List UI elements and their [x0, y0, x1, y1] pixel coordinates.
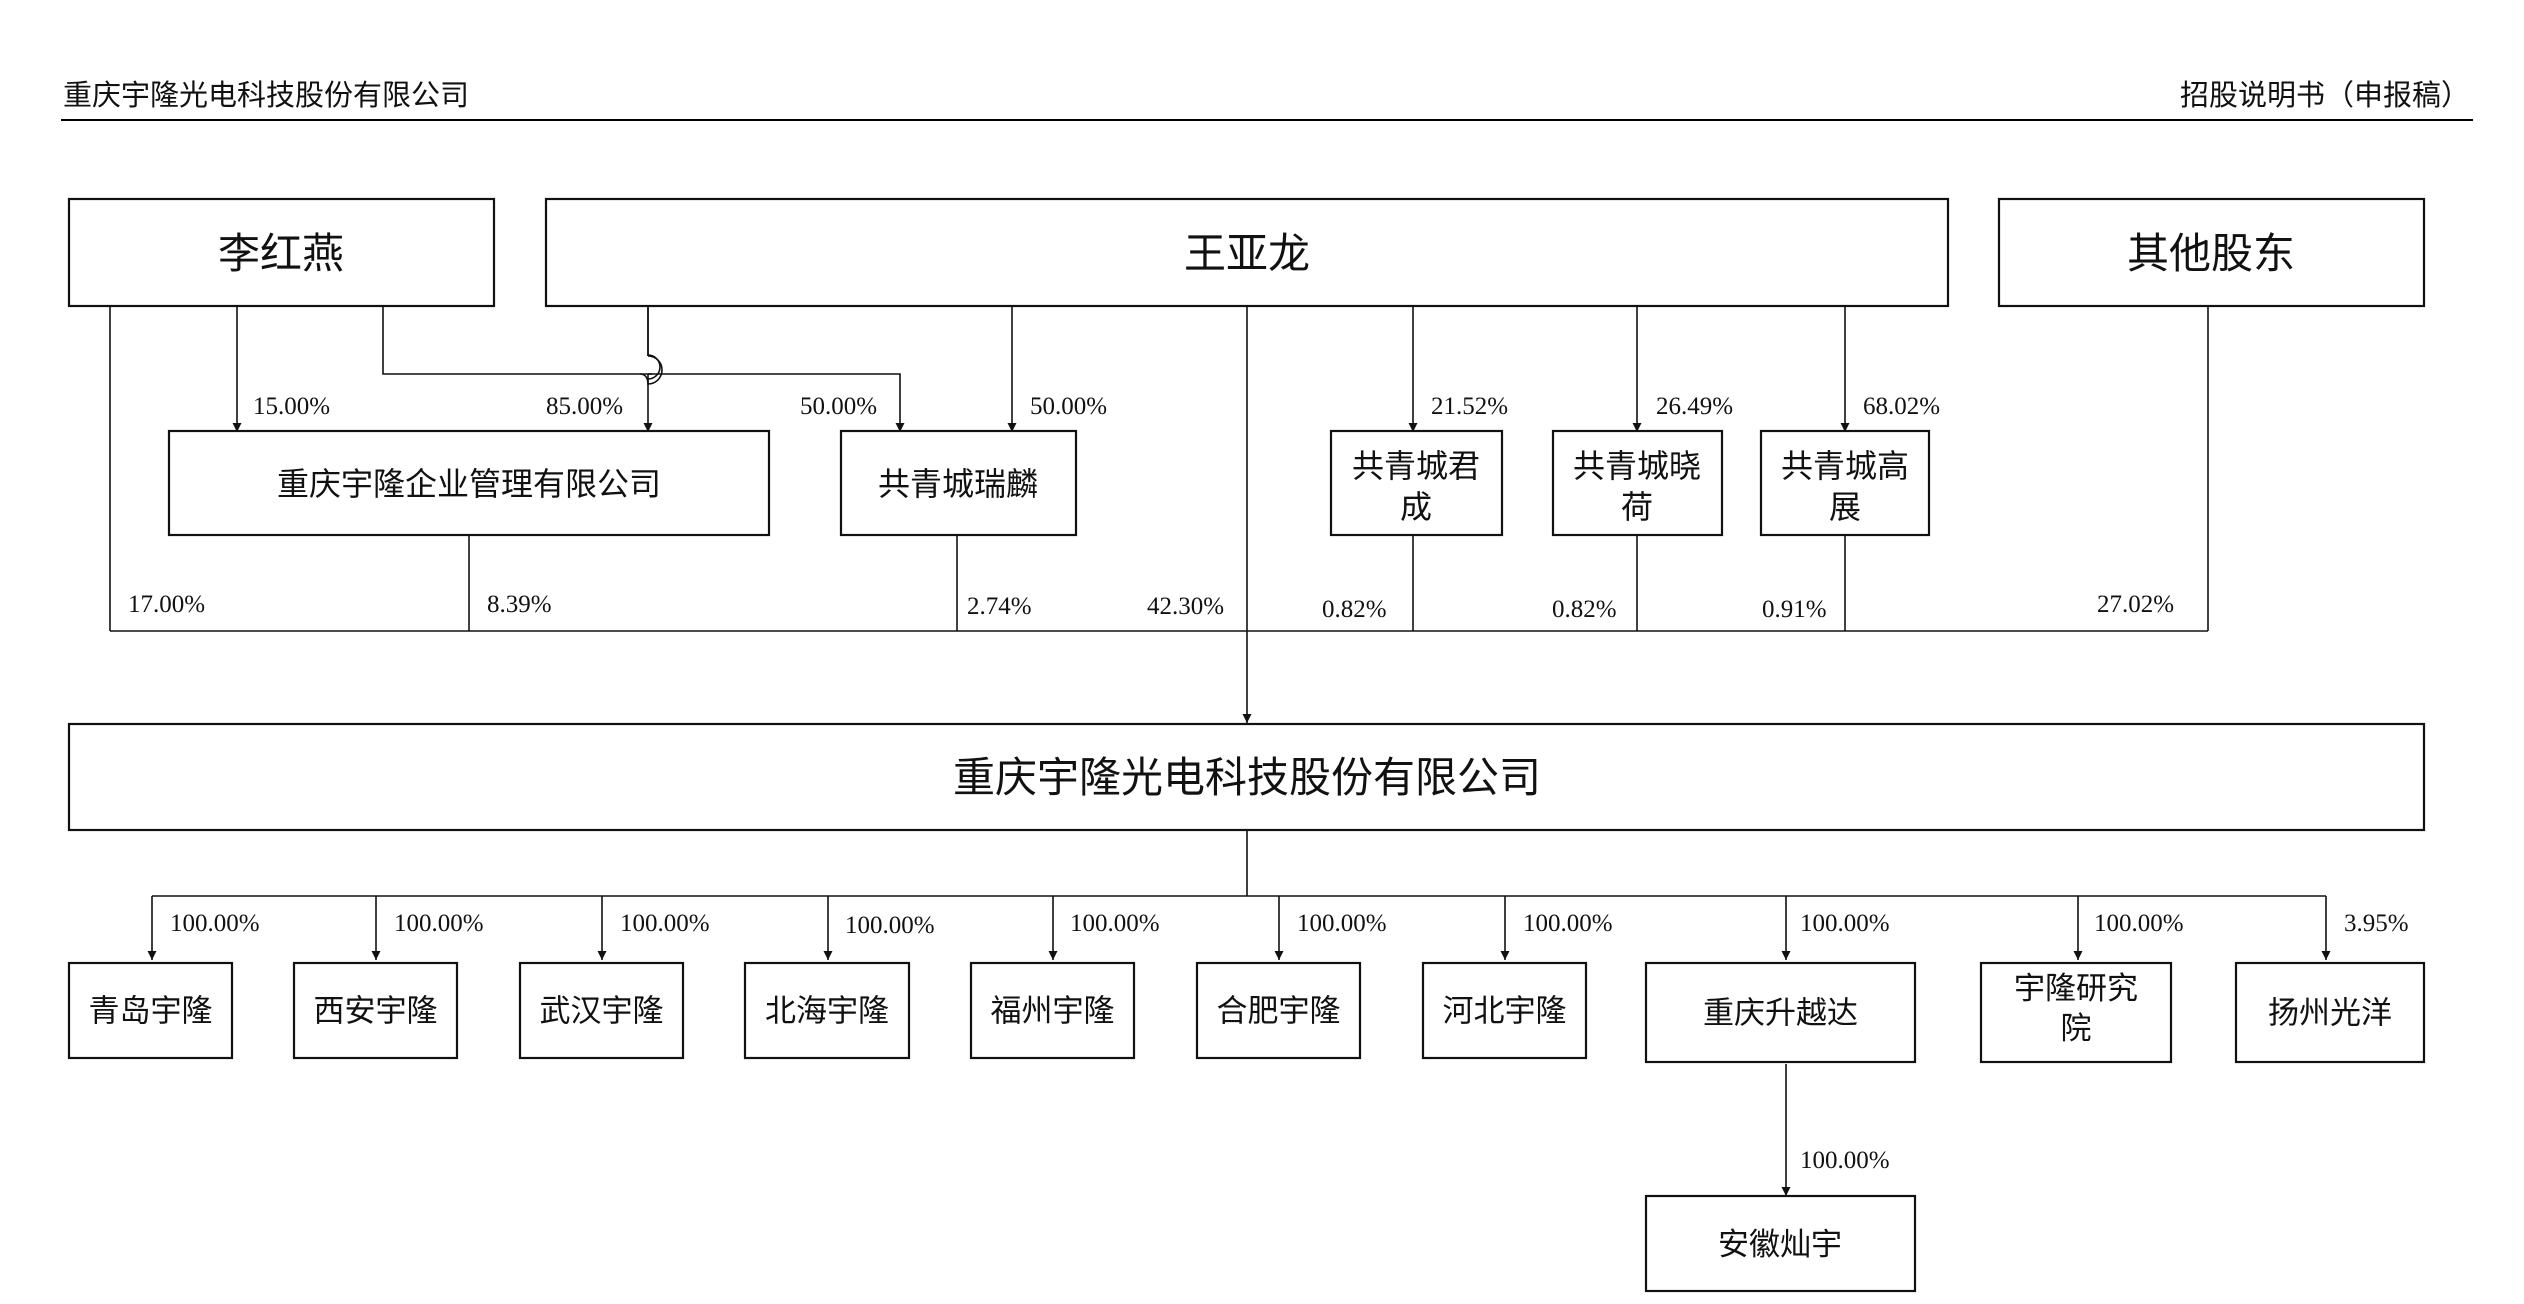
pct-subsidiary: 3.95%	[2344, 910, 2409, 937]
pct-subsidiary: 100.00%	[1297, 910, 1387, 937]
edge-li-ruilin	[382, 307, 905, 432]
company-connectors	[109, 307, 2209, 723]
pct-co-xiaohe: 0.82%	[1552, 596, 1617, 623]
pct-co-mgmt: 8.39%	[487, 591, 552, 618]
label-subsidiary: 院	[2061, 1011, 2092, 1047]
label-company: 重庆宇隆光电科技股份有限公司	[953, 753, 1541, 802]
subsidiary-boxes: 青岛宇隆 100.00% 西安宇隆 100.00% 武汉宇隆 100.00% 北海宇隆 100…	[67, 910, 2426, 1064]
pct-subsidiary: 100.00%	[1070, 910, 1160, 937]
pct-co-juncheng: 0.82%	[1322, 596, 1387, 623]
label-yulong-mgmt: 重庆宇隆企业管理有限公司	[277, 465, 661, 503]
header-company-name: 重庆宇隆光电科技股份有限公司	[63, 78, 470, 112]
label-xiaohe-2: 荷	[1621, 488, 1653, 526]
company-box: 重庆宇隆光电科技股份有限公司	[67, 722, 2426, 832]
grandchild-box: 安徽灿宇 100.00%	[1644, 1147, 1917, 1293]
box-yulong-mgmt	[167, 429, 771, 537]
box-subsidiary	[1421, 961, 1588, 1060]
box-company	[67, 722, 2426, 832]
pct-li-mgmt: 15.00%	[253, 393, 330, 420]
box-subsidiary	[518, 961, 685, 1060]
label-subsidiary: 宇隆研究	[2014, 971, 2138, 1007]
label-canyu: 安徽灿宇	[1718, 1227, 1842, 1263]
pct-canyu: 100.00%	[1800, 1147, 1890, 1174]
pct-wang-juncheng: 21.52%	[1431, 393, 1508, 420]
label-xiaohe-1: 共青城晓	[1573, 447, 1701, 485]
label-wang: 王亚龙	[1184, 229, 1310, 278]
pct-wang-ruilin: 50.00%	[1030, 393, 1107, 420]
pct-subsidiary: 100.00%	[1523, 910, 1613, 937]
label-subsidiary: 合肥宇隆	[1217, 994, 1341, 1030]
label-subsidiary: 武汉宇隆	[540, 994, 664, 1030]
box-subsidiary	[292, 961, 459, 1060]
pct-subsidiary: 100.00%	[394, 910, 484, 937]
pct-subsidiary: 100.00%	[845, 912, 935, 939]
subsidiary-connectors	[147, 831, 2331, 1196]
label-li: 李红燕	[218, 229, 344, 278]
label-juncheng-1: 共青城君	[1352, 447, 1480, 485]
label-ruilin: 共青城瑞麟	[878, 465, 1038, 503]
box-subsidiary	[67, 961, 234, 1060]
pct-co-li: 17.00%	[128, 591, 205, 618]
pct-li-ruilin: 50.00%	[800, 393, 877, 420]
pct-wang-xiaohe: 26.49%	[1656, 393, 1733, 420]
pct-wang-mgmt: 85.00%	[546, 393, 623, 420]
box-subsidiary	[2234, 961, 2426, 1064]
box-li	[67, 197, 496, 308]
label-subsidiary: 扬州光洋	[2268, 996, 2392, 1032]
pct-co-ruilin: 2.74%	[967, 593, 1032, 620]
pct-subsidiary: 100.00%	[1800, 910, 1890, 937]
shareholder-boxes: 李红燕 王亚龙 其他股东	[67, 197, 2426, 308]
label-subsidiary: 北海宇隆	[765, 994, 889, 1030]
upper-connectors	[232, 307, 1850, 432]
box-subsidiary	[1195, 961, 1362, 1060]
box-subsidiary	[1644, 961, 1917, 1064]
header-doc-title: 招股说明书（申报稿）	[2179, 78, 2470, 112]
label-subsidiary: 福州宇隆	[991, 994, 1115, 1030]
intermediate-boxes: 重庆宇隆企业管理有限公司 共青城瑞麟 共青城君 成 共青城晓 荷 共青城高 展	[167, 429, 1931, 537]
pct-co-others: 27.02%	[2097, 591, 2174, 618]
pct-co-wang: 42.30%	[1147, 593, 1224, 620]
company-percentages: 17.00% 8.39% 2.74% 42.30% 0.82% 0.82% 0.…	[128, 591, 2174, 623]
pct-subsidiary: 100.00%	[620, 910, 710, 937]
box-gaozhan	[1759, 429, 1931, 537]
label-gaozhan-1: 共青城高	[1781, 447, 1909, 485]
box-juncheng	[1329, 429, 1504, 537]
pct-co-gaozhan: 0.91%	[1762, 596, 1827, 623]
label-subsidiary: 青岛宇隆	[89, 994, 213, 1030]
box-others	[1997, 197, 2426, 308]
label-subsidiary: 西安宇隆	[314, 994, 438, 1030]
box-ruilin	[839, 429, 1078, 537]
label-others: 其他股东	[2127, 229, 2295, 278]
pct-wang-gaozhan: 68.02%	[1863, 393, 1940, 420]
header-rule	[61, 119, 2473, 121]
box-wang	[544, 197, 1950, 308]
label-subsidiary: 重庆升越达	[1703, 996, 1858, 1032]
label-gaozhan-2: 展	[1829, 488, 1861, 526]
pct-subsidiary: 100.00%	[170, 910, 260, 937]
label-juncheng-2: 成	[1400, 488, 1432, 526]
box-subsidiary	[743, 961, 911, 1060]
box-subsidiary	[1979, 961, 2173, 1064]
upper-percentages: 15.00% 85.00% 50.00% 50.00% 21.52% 26.49…	[253, 393, 1940, 420]
box-xiaohe	[1551, 429, 1724, 537]
box-subsidiary	[969, 961, 1136, 1060]
pct-subsidiary: 100.00%	[2094, 910, 2184, 937]
label-subsidiary: 河北宇隆	[1443, 994, 1567, 1030]
box-canyu	[1644, 1194, 1917, 1293]
